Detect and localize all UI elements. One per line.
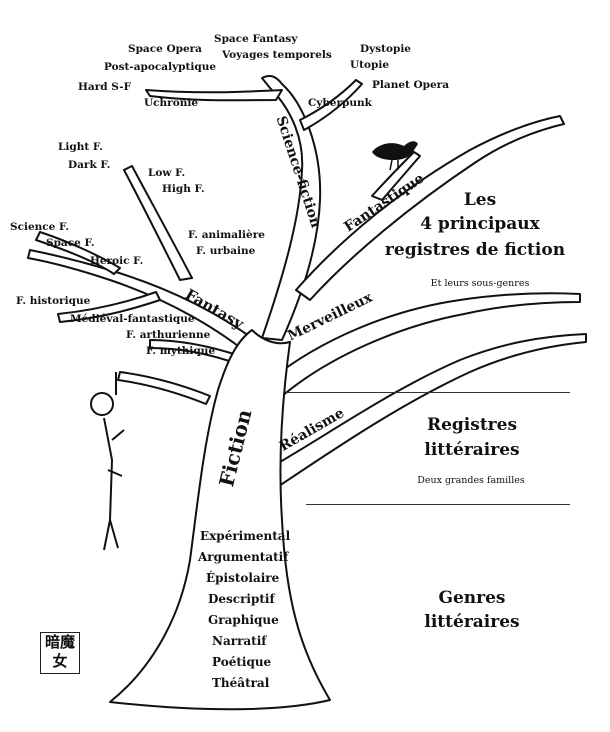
legend-registres-sub: Deux grandes familles: [417, 475, 525, 486]
subgenre-low-f: Low F.: [148, 167, 186, 179]
registre-item: Théâtral: [212, 676, 270, 690]
subgenre-science-f: Science F.: [10, 221, 70, 233]
registre-item: Poétique: [212, 655, 272, 669]
legend-genres-title-2: littéraires: [424, 612, 520, 632]
twig-fantasy-left: [35, 231, 121, 275]
subgenre-f-urbaine: F. urbaine: [196, 245, 256, 257]
branch-merveilleux: [269, 292, 581, 397]
subgenre-hard-sf: Hard S-F: [78, 81, 132, 93]
branch-realisme: [265, 333, 587, 489]
legend-fiction-title-2: 4 principaux: [420, 214, 540, 234]
subgenre-planet-opera: Planet Opera: [372, 79, 450, 91]
subgenre-dystopie: Dystopie: [360, 43, 411, 55]
twig-fantastique: [371, 151, 421, 201]
subgenre-cyberpunk: Cyberpunk: [308, 97, 372, 109]
subgenre-utopie: Utopie: [350, 59, 390, 71]
legend-genres-title-1: Genres: [438, 588, 506, 608]
divider-top: [286, 392, 570, 393]
subgenre-f-historique: F. historique: [16, 295, 91, 307]
subgenre-space-f: Space F.: [46, 237, 95, 249]
subgenre-heroic-f: Heroic F.: [90, 255, 144, 267]
subgenre-post-apocalyptique: Post-apocalyptique: [104, 61, 217, 73]
branch-science-fiction: [261, 75, 322, 341]
legend-registres-title-2: littéraires: [424, 440, 520, 460]
signature-stamp: 暗魔女: [40, 632, 80, 674]
legend-registres-title-1: Registres: [426, 415, 518, 435]
subgenre-uchronie: Uchronie: [144, 97, 199, 109]
registre-item: Descriptif: [208, 592, 275, 606]
registre-item: Graphique: [208, 613, 279, 627]
registre-item: Narratif: [212, 634, 267, 648]
subgenre-f-mythique: F. mythique: [146, 345, 216, 357]
subgenre-voyages-temporels: Voyages temporels: [222, 49, 332, 61]
legend-fiction-sub: Et leurs sous-genres: [430, 278, 530, 289]
divider-bottom: [306, 504, 570, 505]
twig-hanging: [117, 371, 211, 405]
subgenre-dark-f: Dark F.: [68, 159, 111, 171]
subgenre-medieval-fantastique: Médiéval-fantastique: [70, 313, 195, 325]
subgenre-space-opera: Space Opera: [128, 43, 202, 55]
skeleton-figure: [90, 392, 125, 551]
trunk: [109, 329, 331, 711]
registre-item: Argumentatif: [198, 550, 289, 564]
subgenre-space-fantasy: Space Fantasy: [214, 33, 298, 45]
subgenre-f-arthurienne: F. arthurienne: [126, 329, 211, 341]
legend-fiction-title-1: Les: [463, 190, 497, 210]
branch-fantastique: [295, 115, 565, 301]
bird-figure: [372, 141, 418, 171]
subgenre-f-animaliere: F. animalière: [188, 229, 265, 241]
twig-fantasy-upper: [123, 165, 193, 281]
twig-sf-left: [145, 89, 283, 102]
registre-item: Épistolaire: [206, 571, 280, 585]
registre-item: Expérimental: [200, 529, 291, 543]
subgenre-light-f: Light F.: [58, 141, 103, 153]
legend-fiction-title-3: registres de fiction: [384, 240, 566, 260]
twig-fantasy-lower: [57, 291, 161, 323]
twig-sf-right: [299, 79, 363, 131]
subgenre-high-f: High F.: [162, 183, 205, 195]
